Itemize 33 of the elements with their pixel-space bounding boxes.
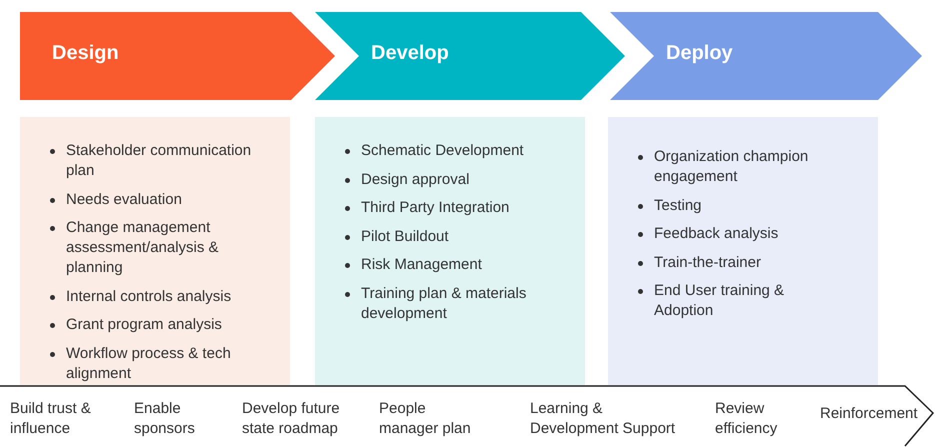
timeline-label: Build trust & influence bbox=[10, 399, 92, 439]
timeline-label: Review efficiency bbox=[715, 399, 778, 439]
phase-header bbox=[315, 12, 625, 100]
bullet-item: Organization champion engagement bbox=[638, 147, 818, 187]
bullet-item: Pilot Buildout bbox=[345, 226, 571, 246]
bullet-item: Third Party Integration bbox=[345, 198, 571, 218]
bullet-item: Testing bbox=[638, 196, 818, 216]
bullet-item: Design approval bbox=[345, 170, 571, 190]
content-panel bbox=[20, 117, 290, 385]
timeline-label: Reinforcement bbox=[820, 404, 918, 424]
bullet-item: Risk Management bbox=[345, 255, 571, 275]
timeline-label: Develop future state roadmap bbox=[242, 399, 341, 439]
bullet-item: Change management assessment/analysis & planning bbox=[50, 218, 276, 278]
bullet-item: Feedback analysis bbox=[638, 224, 818, 244]
timeline-label: People manager plan bbox=[379, 399, 472, 439]
bullet-item: Schematic Development bbox=[345, 141, 571, 161]
step-title: Deploy bbox=[666, 42, 733, 65]
bullet-item: Grant program analysis bbox=[50, 315, 276, 335]
timeline-label: Learning & Development Support bbox=[530, 399, 676, 439]
timeline-label: Enable sponsors bbox=[134, 399, 196, 439]
bullet-item: Training plan & materials development bbox=[345, 284, 571, 324]
step-title: Develop bbox=[371, 42, 449, 65]
step-title: Design bbox=[52, 42, 119, 65]
bullet-item: Stakeholder communication plan bbox=[50, 141, 276, 181]
content-panel bbox=[608, 117, 878, 385]
phase-header bbox=[20, 12, 335, 100]
bullet-item: Needs evaluation bbox=[50, 190, 276, 210]
phase-header bbox=[610, 12, 922, 100]
content-panel bbox=[315, 117, 585, 385]
bullet-item: Internal controls analysis bbox=[50, 286, 276, 306]
bullet-item: Train-the-trainer bbox=[638, 252, 818, 272]
bullet-item: Workflow process & tech alignment bbox=[50, 344, 276, 384]
bullet-item: End User training & Adoption bbox=[638, 281, 818, 321]
